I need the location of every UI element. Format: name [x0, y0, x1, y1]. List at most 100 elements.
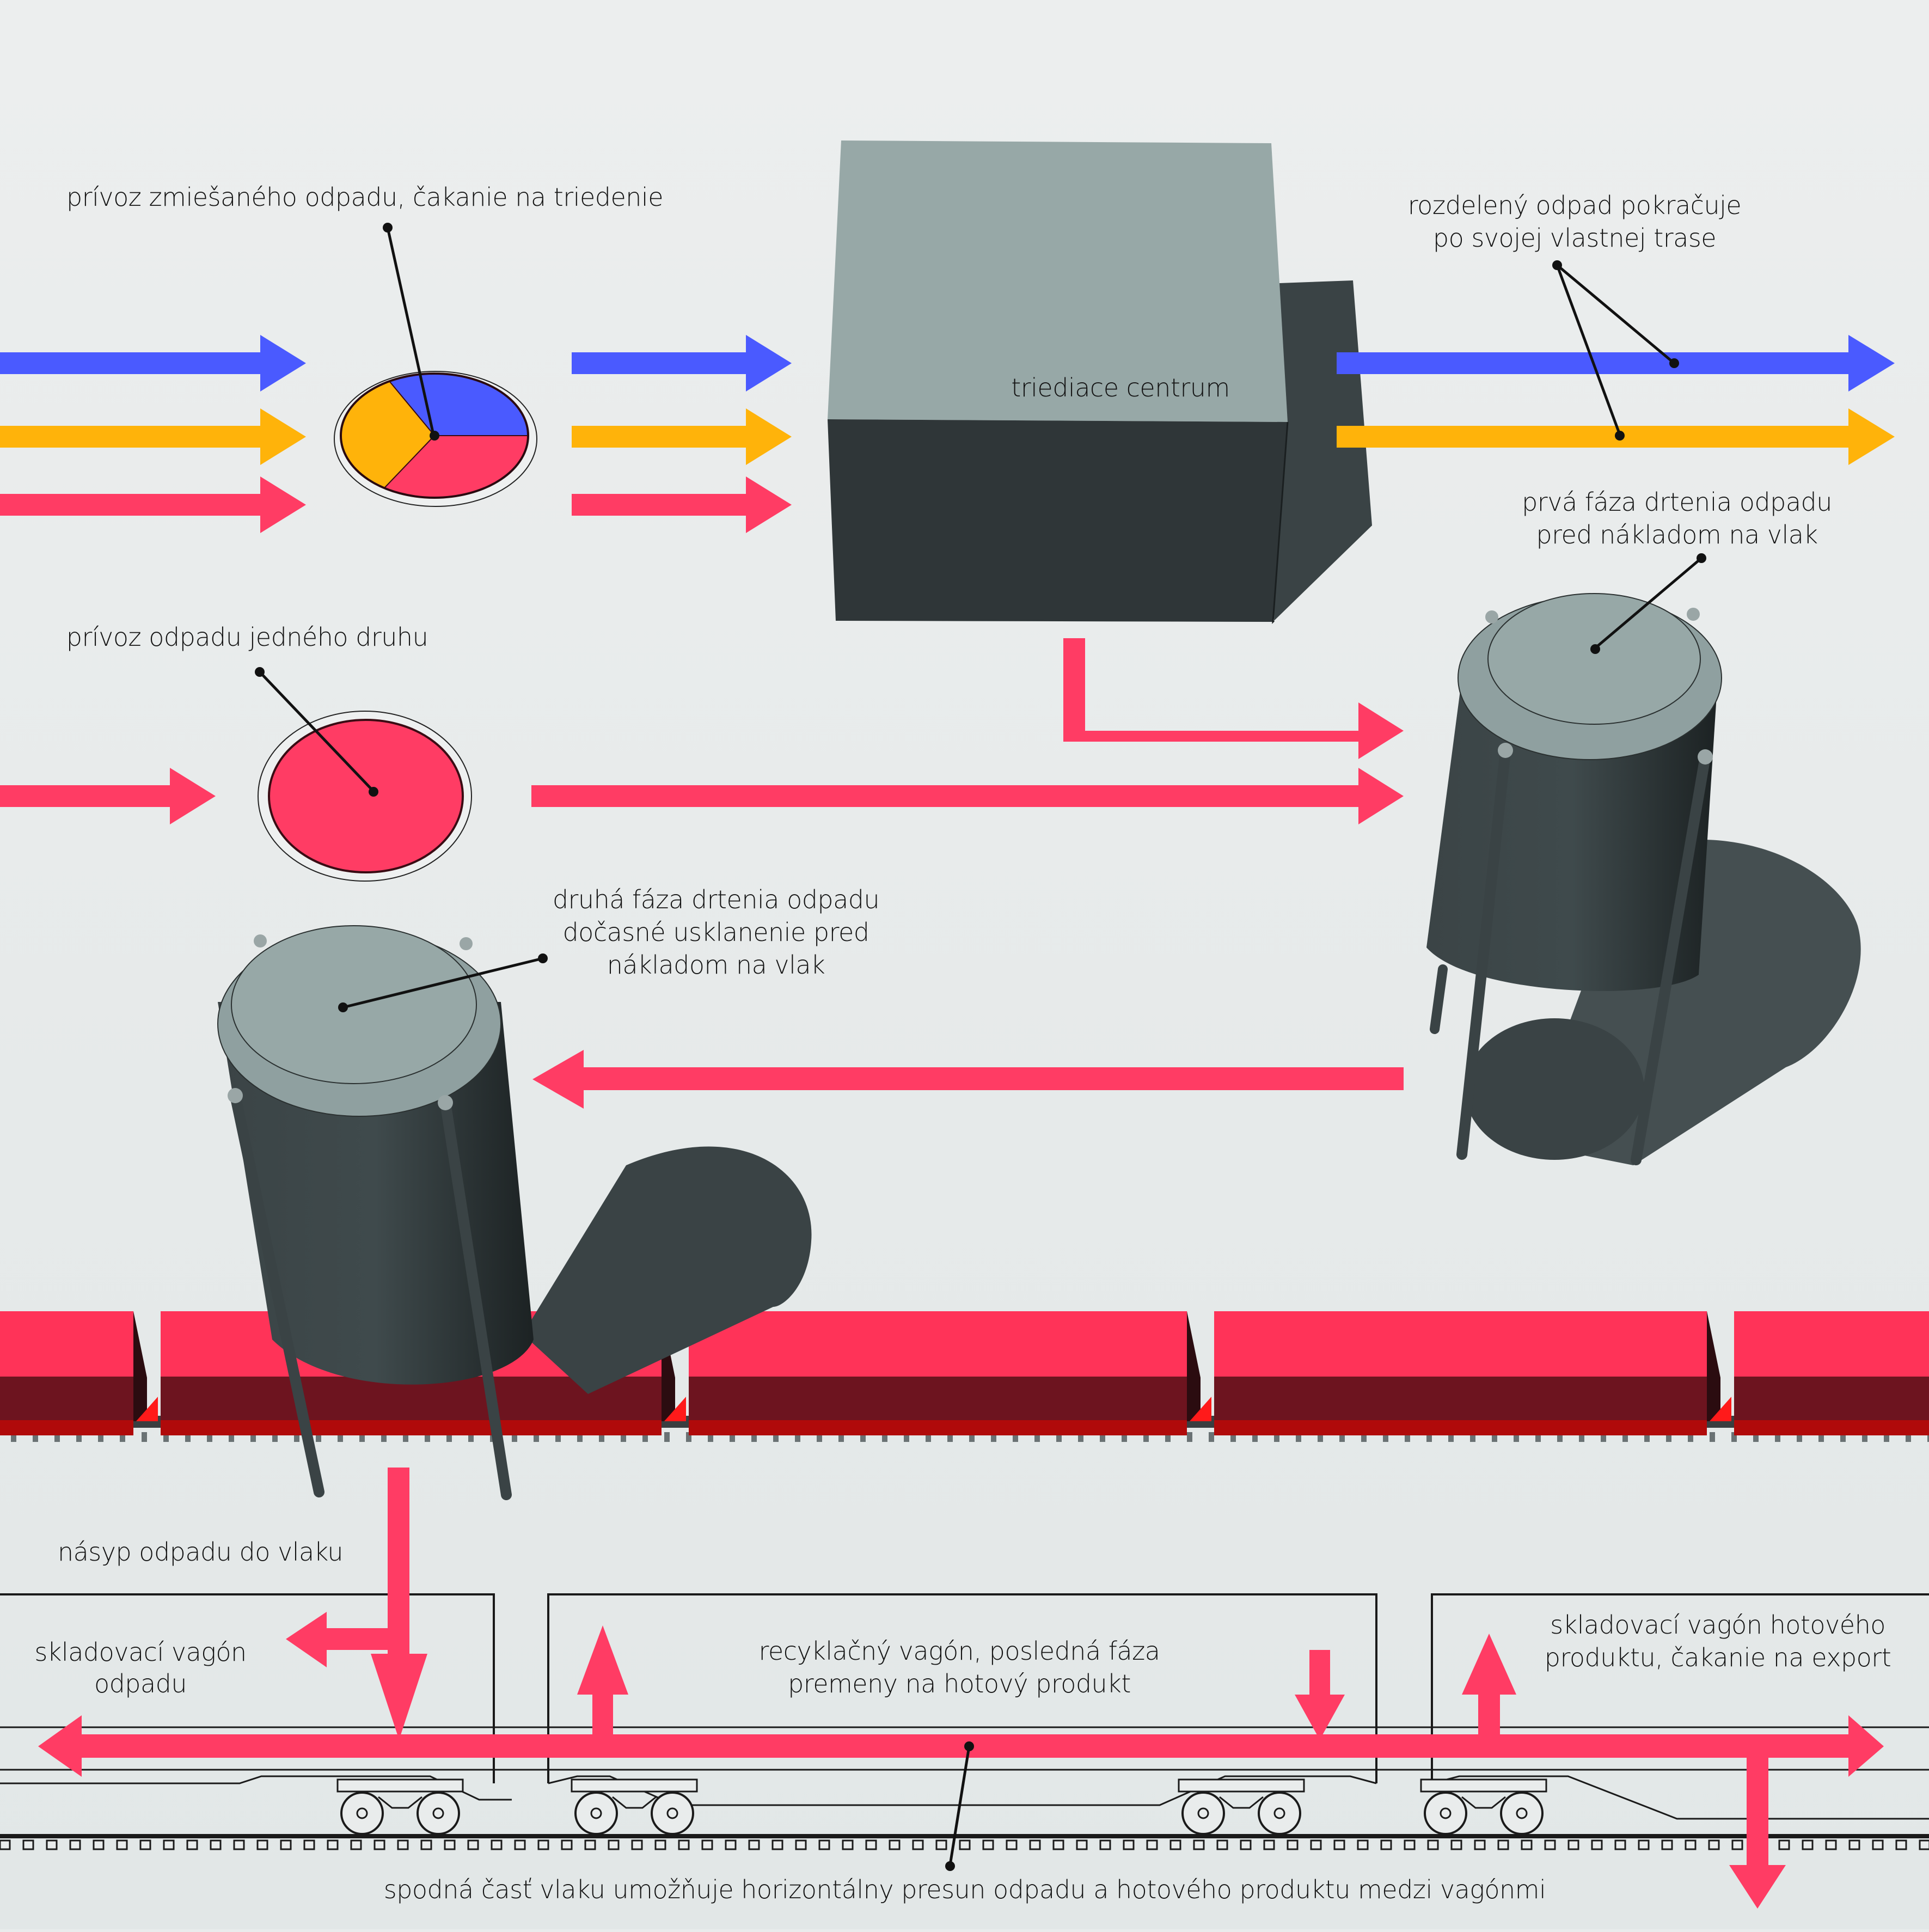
sleeper — [1361, 1432, 1367, 1442]
wheel-hub — [1516, 1807, 1528, 1819]
train-underside-callout: spodná časť vlaku umožňuje horizontálny … — [384, 1741, 1546, 1904]
wagon-coupler — [664, 1397, 686, 1421]
leader-dot — [1615, 431, 1625, 441]
sleeper — [621, 1432, 626, 1442]
sleeper — [1688, 1432, 1693, 1442]
rail-tie — [1567, 1839, 1579, 1850]
sleeper — [577, 1432, 583, 1442]
sleeper — [1296, 1432, 1301, 1442]
first-crushing-silo — [1426, 593, 1861, 1165]
leader-dot — [538, 953, 548, 963]
leader-dot — [1590, 644, 1600, 654]
rail-tie — [1357, 1839, 1369, 1850]
sleeper — [163, 1432, 169, 1442]
sleeper — [1622, 1432, 1628, 1442]
rail-tie — [1895, 1839, 1907, 1850]
sleeper — [1274, 1432, 1279, 1442]
sleeper — [359, 1432, 365, 1442]
wheel — [1500, 1792, 1544, 1835]
sleeper — [599, 1432, 604, 1442]
rail-tie — [982, 1839, 994, 1850]
separated-waste-label-line1: rozdelený odpad pokračuje — [1408, 191, 1741, 220]
wheel-hub — [356, 1807, 368, 1819]
sleeper — [1862, 1432, 1867, 1442]
single-type-to-crusher-arrow — [531, 768, 1404, 824]
waste-storage-wagon-label-line1: skladovací vagón — [34, 1637, 246, 1667]
mixed-waste-pie — [340, 372, 529, 499]
wheel-hub — [432, 1807, 444, 1819]
sleeper — [1013, 1432, 1018, 1442]
rail-tie — [116, 1839, 128, 1850]
waste-storage-wagon-outline — [0, 1593, 495, 1783]
sleeper — [795, 1432, 800, 1442]
wagon-coupler — [1190, 1397, 1211, 1421]
silo-leg — [1456, 746, 1511, 1160]
silo-bolt — [228, 1088, 243, 1103]
rail-tie — [1731, 1839, 1743, 1850]
sleeper — [1230, 1432, 1236, 1442]
rail-tie — [631, 1839, 643, 1850]
silo-leg — [1631, 751, 1711, 1165]
wagon-side — [1214, 1377, 1707, 1424]
rail-tie — [1685, 1839, 1697, 1850]
wagon-coupler — [1710, 1397, 1731, 1421]
leader-dot — [369, 787, 378, 797]
rail-tie — [444, 1839, 456, 1850]
sleeper — [120, 1432, 125, 1442]
to-waste-storage-arrow — [286, 1612, 388, 1667]
silo-leg — [440, 1097, 512, 1500]
sleeper — [446, 1432, 452, 1442]
wagon — [0, 1311, 158, 1435]
red-stream-arrow — [572, 476, 792, 533]
rail-tie — [818, 1839, 830, 1850]
rail-tie — [1521, 1839, 1533, 1850]
wagon — [1734, 1311, 1929, 1435]
loading-arrow-down — [371, 1468, 427, 1740]
leader-dot — [945, 1861, 955, 1871]
leader-line — [342, 957, 543, 1009]
red-stream-arrow — [0, 476, 306, 533]
waste-storage-wagon-label-line2: odpadu — [94, 1669, 187, 1698]
wagon-side — [689, 1377, 1187, 1424]
sleeper — [882, 1432, 887, 1442]
rail-tie — [1427, 1839, 1439, 1850]
bogie-spring — [1219, 1796, 1264, 1809]
sleeper — [76, 1432, 82, 1442]
sleeper — [534, 1432, 539, 1442]
rail-tie — [467, 1839, 479, 1850]
building-roof — [828, 140, 1288, 422]
wagon-end — [1707, 1311, 1720, 1421]
rail-tie — [1076, 1839, 1088, 1850]
rail-tie — [1240, 1839, 1252, 1850]
up-to-product-storage-arrow — [1462, 1634, 1516, 1734]
export-down-arrow — [1729, 1758, 1786, 1909]
second-crushing-label-line1: druhá fáza drtenia odpadu — [553, 885, 879, 914]
rail-tie — [584, 1839, 596, 1850]
silo-bottom — [1465, 1018, 1644, 1160]
silo-lid — [1487, 593, 1701, 725]
rail-tie — [1380, 1839, 1392, 1850]
rail-tie — [0, 1839, 11, 1850]
sleeper — [1187, 1432, 1192, 1442]
silo-bolt — [254, 934, 267, 947]
rail-tie — [1099, 1839, 1111, 1850]
leader-dot — [383, 223, 393, 233]
single-type-intake-arrow — [0, 768, 216, 824]
sleeper — [926, 1432, 931, 1442]
bogie-frame — [336, 1778, 464, 1793]
product-storage-wagon-label-line1: skladovací vagón hotového — [1550, 1610, 1885, 1640]
track-sleepers — [11, 1432, 1929, 1442]
rail-tie — [1497, 1839, 1509, 1850]
rail-tie — [93, 1839, 105, 1850]
mixed-intake-callout: prívoz zmiešaného odpadu, čakanie na tri… — [66, 182, 664, 441]
rail-tie — [1802, 1839, 1814, 1850]
rail-tie — [350, 1839, 362, 1850]
single-waste-disc — [268, 719, 464, 873]
sleeper — [686, 1432, 691, 1442]
rail-tie — [1052, 1839, 1064, 1850]
sleeper — [1644, 1432, 1650, 1442]
sleeper — [751, 1432, 757, 1442]
sleeper — [98, 1432, 103, 1442]
sleeper — [1034, 1432, 1040, 1442]
